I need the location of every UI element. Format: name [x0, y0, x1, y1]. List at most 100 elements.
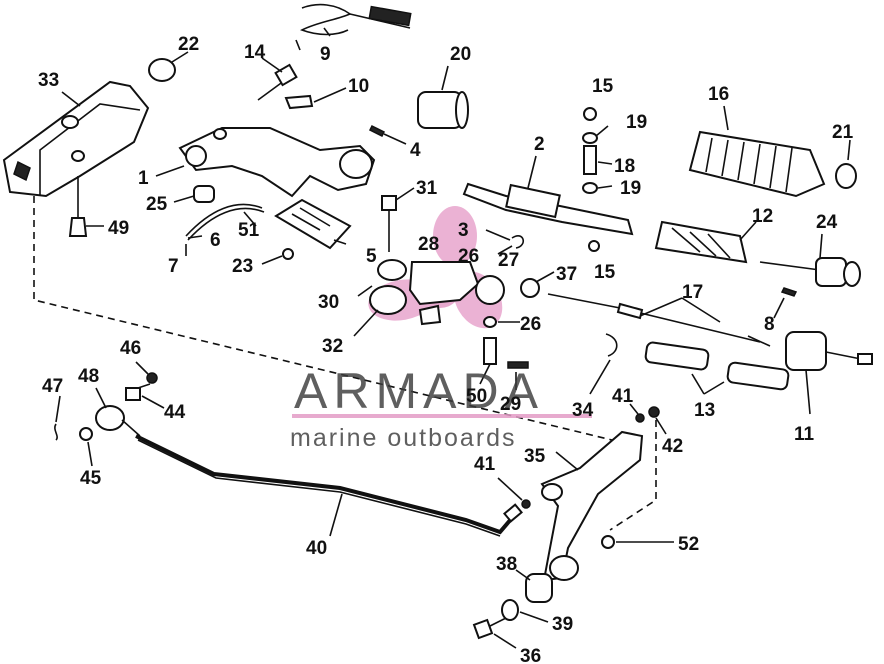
part-9-spring-cable — [295, 3, 412, 51]
callout-48: 48 — [78, 366, 99, 387]
part-19-washer-top — [582, 132, 598, 144]
callout-33: 33 — [38, 70, 59, 91]
part-5-plate — [274, 198, 352, 250]
part-14-screw — [257, 63, 298, 101]
part-1-lever-housing — [178, 127, 376, 198]
callout-17: 17 — [682, 282, 703, 303]
callout-7: 7 — [168, 256, 179, 277]
part-4-pin — [368, 124, 386, 138]
part-42-nut — [648, 406, 660, 418]
part-47-clip — [54, 423, 58, 441]
callout-52: 52 — [678, 534, 699, 555]
part-37-washer — [520, 278, 540, 298]
part-25-plug — [193, 185, 215, 203]
callout-16: 16 — [708, 84, 729, 105]
callout-49: 49 — [108, 218, 129, 239]
part-35-shift-arm — [540, 430, 644, 582]
callout-8: 8 — [764, 314, 775, 335]
callout-15-bottom: 15 — [594, 262, 616, 283]
callout-28: 28 — [418, 234, 439, 255]
part-33-bracket — [2, 80, 150, 198]
callout-13: 13 — [694, 400, 715, 421]
callout-41-bottom: 41 — [474, 454, 496, 475]
part-36-bolt — [472, 617, 507, 640]
leader-lines — [55, 27, 851, 649]
callout-18: 18 — [614, 156, 635, 177]
callout-38: 38 — [496, 554, 517, 575]
watermark-subtitle: marine outboards — [290, 424, 517, 452]
callout-39: 39 — [552, 614, 573, 635]
part-22-cap — [148, 58, 176, 82]
callout-34: 34 — [572, 400, 594, 421]
part-18-spring — [583, 145, 597, 175]
callout-47: 47 — [42, 376, 63, 397]
callout-6: 6 — [210, 230, 221, 251]
callout-37: 37 — [556, 264, 577, 285]
callout-25: 25 — [146, 194, 168, 215]
callout-5: 5 — [366, 246, 377, 267]
callout-42: 42 — [662, 436, 683, 457]
part-52-washer — [601, 535, 615, 549]
callout-2: 2 — [534, 134, 545, 155]
callout-26-bottom: 26 — [520, 314, 541, 335]
watermark-title: ARMADA — [294, 363, 544, 419]
part-11-grip-end — [785, 331, 873, 371]
callout-51: 51 — [238, 220, 260, 241]
callout-46: 46 — [120, 338, 141, 359]
part-16-grip — [688, 130, 826, 198]
callout-41-top: 41 — [612, 386, 634, 407]
callout-20: 20 — [450, 44, 471, 65]
part-17-shaft — [547, 293, 771, 347]
part-38-bushing — [525, 573, 553, 603]
callout-22: 22 — [178, 34, 199, 55]
part-21-cap — [835, 163, 857, 189]
callout-19-bottom: 19 — [620, 178, 641, 199]
part-24-throttle-screw — [759, 257, 861, 287]
part-46-nut — [146, 372, 158, 384]
callout-9: 9 — [320, 44, 331, 65]
callout-21: 21 — [832, 122, 854, 143]
part-15-ball-top — [583, 107, 597, 121]
part-20-bushing — [417, 91, 469, 129]
callout-27: 27 — [498, 250, 519, 271]
callout-1: 1 — [138, 168, 149, 189]
callout-23: 23 — [232, 256, 253, 277]
callout-32: 32 — [322, 336, 343, 357]
watermark-accent-bar — [292, 414, 592, 418]
part-45-washer — [79, 427, 93, 441]
part-34-clip — [605, 333, 618, 357]
part-23-screw — [282, 248, 294, 260]
part-41-washer — [635, 413, 645, 423]
callout-labels: 33 22 14 9 10 20 4 1 25 6 51 7 23 5 31 4… — [38, 34, 854, 664]
part-12-grip-insert — [654, 220, 748, 264]
part-3-spring — [511, 235, 524, 249]
callout-24: 24 — [816, 212, 838, 233]
callout-30: 30 — [318, 292, 339, 313]
part-2-shaft — [462, 182, 634, 236]
callout-19-top: 19 — [626, 112, 647, 133]
callout-26-top: 26 — [458, 246, 479, 267]
callout-44: 44 — [164, 402, 186, 423]
part-29-pin — [507, 361, 529, 369]
callout-14: 14 — [244, 42, 266, 63]
shift-hub-assembly — [369, 259, 505, 328]
callout-29: 29 — [500, 394, 521, 415]
callout-40: 40 — [306, 538, 327, 559]
callout-12: 12 — [752, 206, 773, 227]
callout-36: 36 — [520, 646, 541, 664]
part-10-clip — [284, 94, 314, 110]
part-50-pin — [483, 337, 497, 365]
callout-50: 50 — [466, 386, 487, 407]
callout-35: 35 — [524, 446, 546, 467]
part-41-lower-washer — [521, 499, 531, 509]
part-51-wire — [185, 203, 263, 237]
part-19-washer-bottom — [582, 182, 598, 194]
part-44-bolt — [125, 383, 151, 401]
part-40-link-rod — [135, 434, 514, 535]
callout-11: 11 — [794, 424, 815, 445]
part-15-ball-bottom — [588, 240, 600, 252]
part-8-pin — [780, 287, 798, 297]
part-39-washer — [501, 599, 519, 621]
